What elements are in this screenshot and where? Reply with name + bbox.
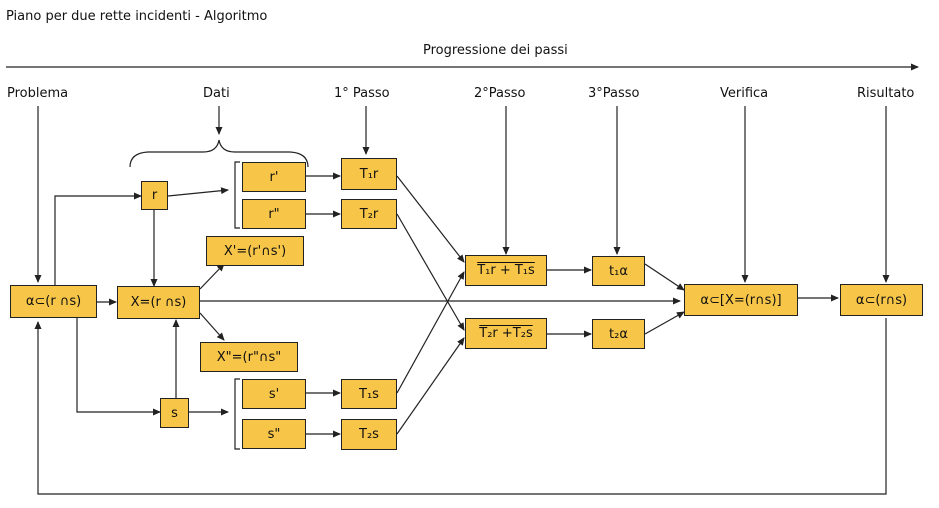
node-s-double-prime: s" bbox=[242, 419, 306, 449]
column-label-dati: Dati bbox=[203, 86, 230, 101]
node-sum-2: T₂r +T₂s bbox=[465, 318, 547, 349]
node-s-prime: s' bbox=[242, 379, 306, 409]
node-r-prime: r' bbox=[242, 162, 306, 192]
node-intersection-x: X=(r ∩s) bbox=[117, 286, 200, 319]
progression-label: Progressione dei passi bbox=[423, 43, 568, 58]
node-line-r: r bbox=[141, 181, 168, 210]
node-t1r: T₁r bbox=[341, 158, 397, 190]
node-problem-alpha: α⊂(r ∩s) bbox=[10, 285, 97, 318]
node-x-double-prime: X"=(r"∩s" bbox=[200, 342, 298, 372]
node-line-s: s bbox=[160, 398, 189, 428]
column-label-passo1: 1° Passo bbox=[334, 86, 390, 101]
node-t2r: T₂r bbox=[341, 199, 397, 229]
node-verifica: α⊂[X=(r∩s)] bbox=[684, 284, 798, 316]
column-label-passo3: 3°Passo bbox=[588, 86, 640, 101]
node-r-double-prime: r" bbox=[242, 199, 306, 229]
column-label-verifica: Verifica bbox=[720, 86, 769, 101]
column-label-problema: Problema bbox=[7, 86, 69, 101]
column-label-passo2: 2°Passo bbox=[474, 86, 526, 101]
column-label-risultato: Risultato bbox=[857, 86, 915, 101]
node-t2-alpha: t₂α bbox=[592, 319, 645, 349]
page-title: Piano per due rette incidenti - Algoritm… bbox=[6, 9, 268, 24]
node-t2s: T₂s bbox=[341, 419, 397, 450]
node-t1s: T₁s bbox=[341, 379, 397, 409]
node-x-prime: X'=(r'∩s') bbox=[206, 236, 304, 266]
node-t1-alpha: t₁α bbox=[592, 256, 645, 286]
node-sum-1: T₁r + T₁s bbox=[465, 255, 547, 286]
node-risultato: α⊂(r∩s) bbox=[840, 284, 923, 316]
